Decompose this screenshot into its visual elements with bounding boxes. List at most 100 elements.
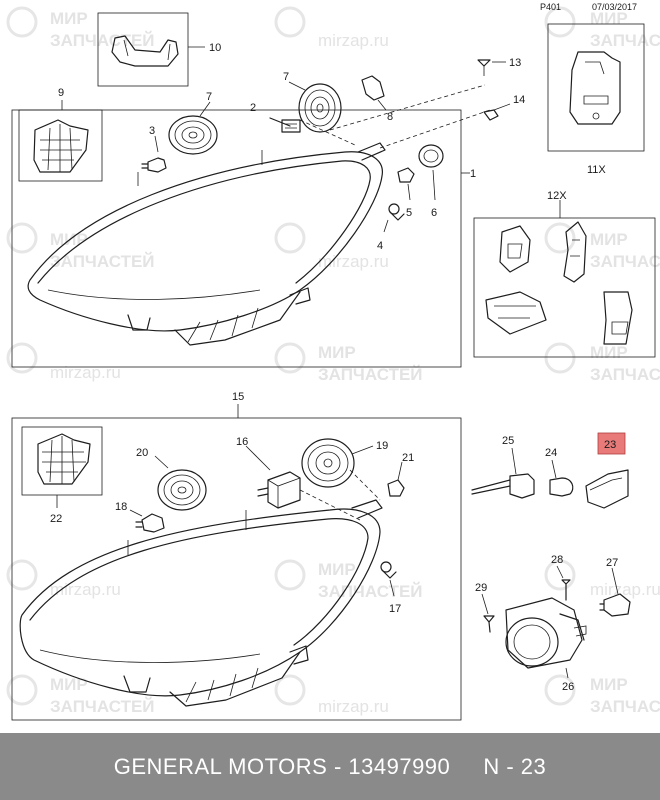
- watermark-text: ЗАПЧАСТЕЙ: [318, 365, 423, 384]
- watermark-text: ЗАПЧАСТЕЙ: [50, 31, 155, 50]
- fog-lamp-part-26[interactable]: [505, 597, 587, 669]
- nut-part-14[interactable]: [483, 103, 511, 121]
- callout-15: 15: [232, 391, 244, 403]
- watermark-text: МИР: [590, 230, 628, 249]
- watermark-url: mirzap.ru: [318, 252, 389, 271]
- headlamp-upper[interactable]: [27, 142, 386, 346]
- callout-10: 10: [209, 42, 221, 54]
- callout-25: 25: [502, 435, 514, 447]
- watermark-text: МИР: [50, 9, 88, 28]
- callout-27: 27: [606, 557, 618, 569]
- watermark-text: ЗАПЧАСТЕЙ: [590, 365, 660, 384]
- callout-22: 22: [50, 513, 62, 525]
- callout-1: 1: [470, 168, 476, 180]
- grommet-part-6[interactable]: [418, 144, 444, 201]
- lower-assembly: 15 18 20: [11, 391, 462, 721]
- bracket-kit-part-12x[interactable]: [473, 217, 656, 358]
- callout-28: 28: [551, 554, 563, 566]
- bulb-part-18[interactable]: [129, 509, 165, 533]
- watermark-text: МИР: [318, 560, 356, 579]
- diagram-position: N - 23: [483, 753, 547, 779]
- watermark-text: ЗАПЧАСТЕЙ: [50, 697, 155, 716]
- page-code: P401: [540, 2, 561, 12]
- xenon-igniter-part-16[interactable]: [245, 445, 301, 509]
- watermark-text: МИР: [590, 675, 628, 694]
- screw-part-13[interactable]: [477, 59, 506, 76]
- separator: -: [327, 753, 349, 779]
- side-bulb-part-5[interactable]: [397, 167, 415, 201]
- callout-20: 20: [136, 447, 148, 459]
- callout-14: 14: [513, 94, 525, 106]
- screw-part-29[interactable]: [481, 593, 495, 633]
- adjuster-screw-part-2[interactable]: [269, 117, 301, 133]
- callout-9: 9: [58, 87, 64, 99]
- bulb-part-3[interactable]: [141, 135, 167, 173]
- callout-7-left: 7: [206, 91, 212, 103]
- watermark-text: МИР: [590, 343, 628, 362]
- watermark-text: МИР: [50, 675, 88, 694]
- watermark-logo-icon: [6, 6, 576, 706]
- watermark-text: МИР: [590, 9, 628, 28]
- dust-cap-part-19[interactable]: [301, 438, 374, 488]
- bulb-part-24[interactable]: [549, 459, 574, 497]
- fog-bulb-part-27[interactable]: [599, 567, 631, 617]
- watermark-text: МИР: [50, 230, 88, 249]
- part-info-footer: GENERAL MOTORS - 13497990 N - 23: [0, 733, 660, 800]
- watermark-url: mirzap.ru: [318, 31, 389, 50]
- part-number: 13497990: [348, 753, 451, 779]
- callout-18: 18: [115, 501, 127, 513]
- lower-assembly-frame: [11, 417, 462, 721]
- highlight-box: [597, 432, 626, 455]
- callout-5: 5: [406, 207, 412, 219]
- callout-11x: 11X: [587, 164, 606, 176]
- watermark-text: ЗАПЧАСТЕЙ: [318, 582, 423, 601]
- callout-19: 19: [376, 440, 388, 452]
- callout-17: 17: [389, 603, 401, 615]
- callout-24: 24: [545, 447, 557, 459]
- watermark-text: ЗАПЧАСТЕЙ: [590, 31, 660, 50]
- diagram-date: 07/03/2017: [592, 2, 637, 12]
- watermark-text: МИР: [318, 343, 356, 362]
- callout-23: 23: [604, 439, 616, 451]
- watermark-text: ЗАПЧАСТЕЙ: [50, 252, 155, 271]
- callout-7-right: 7: [283, 71, 289, 83]
- repair-bracket-part-9[interactable]: [18, 109, 103, 182]
- watermark-url: mirzap.ru: [590, 580, 660, 599]
- module-part-11x[interactable]: [547, 23, 645, 152]
- callout-29: 29: [475, 582, 487, 594]
- callout-16: 16: [236, 436, 248, 448]
- dust-cap-part-20[interactable]: [154, 455, 207, 511]
- callout-12x: 12X: [547, 190, 567, 202]
- spacer: [450, 754, 483, 780]
- callout-13: 13: [509, 57, 521, 69]
- bracket-part-10[interactable]: [97, 12, 189, 87]
- dust-cap-part-7-right[interactable]: [288, 81, 342, 133]
- watermark: МИР ЗАПЧАСТЕЙ mirzap.ru МИР ЗАПЧАСТЕЙ МИ…: [6, 6, 660, 716]
- watermark-url: mirzap.ru: [318, 697, 389, 716]
- side-marker-part-23[interactable]: [585, 469, 629, 509]
- callout-2: 2: [250, 102, 256, 114]
- callout-26: 26: [562, 681, 574, 693]
- repair-bracket-part-22[interactable]: [21, 426, 103, 496]
- callout-4: 4: [377, 240, 383, 252]
- wiring-socket-part-25[interactable]: [471, 447, 535, 499]
- upper-assembly: 1 2 3: [11, 71, 491, 368]
- headlamp-lower[interactable]: [19, 499, 383, 707]
- watermark-text: ЗАПЧАСТЕЙ: [590, 252, 660, 271]
- bulb-holder-part-4[interactable]: [383, 203, 405, 233]
- callout-6: 6: [431, 207, 437, 219]
- callout-3: 3: [149, 125, 155, 137]
- watermark-text: ЗАПЧАСТЕЙ: [590, 697, 660, 716]
- leader-line: [565, 667, 569, 679]
- callout-8: 8: [387, 111, 393, 123]
- bulb-holder-part-17[interactable]: [380, 561, 397, 597]
- connector-part-21[interactable]: [387, 461, 405, 497]
- dust-cap-part-7-left[interactable]: [168, 101, 218, 155]
- connector-part-8[interactable]: [361, 75, 387, 111]
- upper-assembly-frame: [11, 109, 462, 368]
- screw-part-28[interactable]: [556, 565, 571, 601]
- watermark-url: mirzap.ru: [50, 363, 121, 382]
- parts-diagram: МИР ЗАПЧАСТЕЙ mirzap.ru МИР ЗАПЧАСТЕЙ МИ…: [6, 2, 660, 721]
- brand-name: GENERAL MOTORS: [113, 753, 328, 779]
- callout-21: 21: [402, 452, 414, 464]
